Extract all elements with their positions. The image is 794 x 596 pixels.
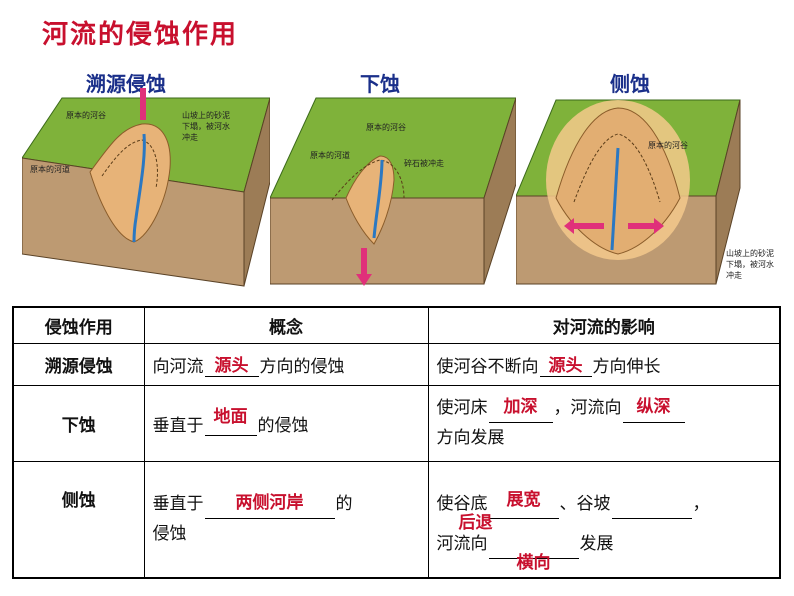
erosion-table: 侵蚀作用 概念 对河流的影响 溯源侵蚀 向河流源头方向的侵蚀 使河谷不断向源头方… <box>12 306 781 579</box>
text: ， <box>692 494 710 515</box>
effect-line-1: 使河床加深 ，河流向纵深 <box>437 393 772 423</box>
answer-text: 地面 <box>213 406 248 427</box>
downcutting-diagram: 原本的河谷 原本的河道 碎石被冲走 <box>270 97 516 286</box>
text: 向河流 <box>152 356 204 377</box>
concept-cell: 垂直于地面的侵蚀 <box>143 384 429 462</box>
answer-blank: 加深 <box>488 397 553 423</box>
label-original-channel-2: 原本的河道 <box>310 150 350 160</box>
label-original-channel: 原本的河道 <box>30 164 70 174</box>
label-original-valley-2: 原本的河谷 <box>366 122 406 132</box>
row-name: 溯源侵蚀 <box>12 342 145 386</box>
answer-blank: 两侧河岸 <box>204 493 335 520</box>
text: 使河床 <box>436 398 488 418</box>
table-row: 侧蚀 垂直于两侧河岸的 侵蚀 使谷底展宽后退、谷坡， 河流向横向发展 <box>12 460 781 579</box>
label-collapse-3: 下塌，被河水 <box>726 259 774 269</box>
concept-cell: 垂直于 两侧河岸 的 侵蚀 <box>143 460 429 579</box>
header-concept: 概念 <box>143 306 429 344</box>
caption-downcutting: 下蚀 <box>360 72 400 96</box>
answer-text: 后退 <box>458 513 493 534</box>
header-effect: 对河流的影响 <box>427 306 781 344</box>
label-collapse: 下塌，被河水 <box>182 121 230 131</box>
effect-cell: 使谷底展宽后退、谷坡， 河流向横向发展 <box>427 460 781 579</box>
table-row: 溯源侵蚀 向河流源头方向的侵蚀 使河谷不断向源头方向伸长 <box>12 342 781 386</box>
answer-text: 两侧河岸 <box>235 493 304 514</box>
answer-blank: 地面 <box>204 407 257 436</box>
answer-text: 加深 <box>503 397 538 417</box>
text: 方向伸长 <box>592 356 661 377</box>
text: 垂直于 <box>152 415 204 436</box>
answer-blank: 横向 <box>488 539 579 573</box>
caption-lateral-erosion: 侧蚀 <box>610 72 650 96</box>
answer-text: 源头 <box>214 355 249 376</box>
lateral-erosion-diagram: 原本的河谷 山坡上的砂泥 下塌，被河水 冲走 <box>516 99 774 285</box>
caption-headwater-erosion: 溯源侵蚀 <box>86 72 166 96</box>
label-slope-sediment: 山坡上的砂泥 <box>182 110 230 120</box>
answer-text: 纵深 <box>636 397 671 417</box>
text: 使河谷不断向 <box>436 356 539 377</box>
row-name: 下蚀 <box>12 384 145 462</box>
answer-blank <box>611 499 692 520</box>
table-row: 下蚀 垂直于地面的侵蚀 使河床加深 ，河流向纵深 方向发展 <box>12 384 781 462</box>
header-erosion-type: 侵蚀作用 <box>12 306 145 344</box>
text: 、谷坡 <box>559 494 611 515</box>
text: 垂直于 <box>152 494 204 515</box>
effect-cell: 使河谷不断向源头方向伸长 <box>427 342 781 386</box>
effect-line-1: 使谷底展宽后退、谷坡， <box>436 489 772 533</box>
label-original-valley: 原本的河谷 <box>66 110 106 120</box>
text: 方向的侵蚀 <box>259 356 345 377</box>
answer-blank: 纵深 <box>622 397 685 423</box>
text: ，河流向 <box>553 398 622 418</box>
answer-blank: 展宽后退 <box>459 490 559 533</box>
label-original-valley-3: 原本的河谷 <box>648 140 688 150</box>
concept-line-2: 侵蚀 <box>152 524 187 545</box>
table-header-row: 侵蚀作用 概念 对河流的影响 <box>12 306 781 344</box>
row-name: 侧蚀 <box>12 460 145 579</box>
text: 的侵蚀 <box>257 415 309 436</box>
concept-line-1: 垂直于 两侧河岸 的 <box>152 489 420 520</box>
answer-text: 展宽 <box>506 490 541 511</box>
effect-cell: 使河床加深 ，河流向纵深 方向发展 <box>427 384 781 462</box>
label-gravel-washed: 碎石被冲走 <box>404 158 444 168</box>
text: 河流向 <box>436 534 488 555</box>
label-washed-away-3: 冲走 <box>726 270 742 280</box>
effect-line-2: 河流向横向 发展 <box>436 529 772 573</box>
label-slope-sediment-3: 山坡上的砂泥 <box>726 248 774 258</box>
label-washed-away: 冲走 <box>182 132 198 142</box>
answer-blank: 源头 <box>539 356 592 377</box>
effect-line-2: 方向发展 <box>436 428 505 448</box>
answer-blank: 源头 <box>204 356 259 377</box>
answer-text: 源头 <box>548 355 583 376</box>
text: 的 <box>335 494 353 515</box>
concept-cell: 向河流源头方向的侵蚀 <box>143 342 429 386</box>
page-title: 河流的侵蚀作用 <box>42 20 239 50</box>
answer-text: 横向 <box>516 553 551 574</box>
text: 使谷底 <box>436 494 488 515</box>
text: 发展 <box>579 534 614 555</box>
headwater-erosion-diagram: 原本的河谷 山坡上的砂泥 下塌，被河水 冲走 原本的河道 <box>22 88 270 287</box>
